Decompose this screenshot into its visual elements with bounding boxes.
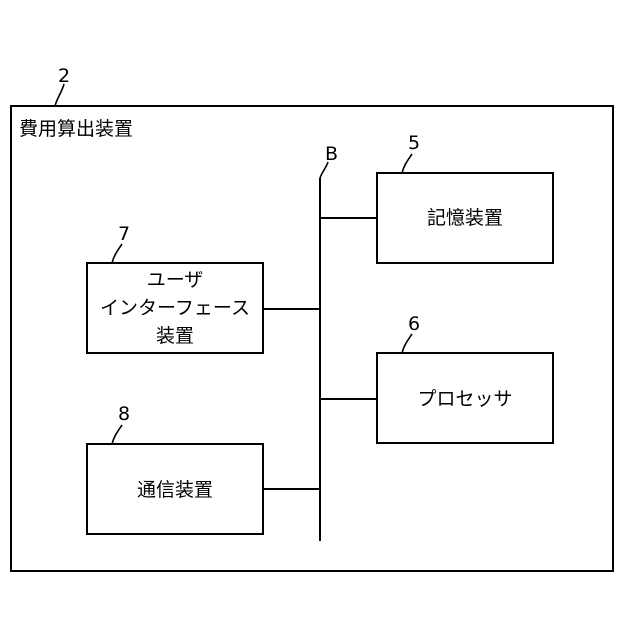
communication-label: 通信装置: [137, 479, 213, 501]
user-interface-label-line-1: ユーザ: [147, 269, 204, 291]
processor-label: プロセッサ: [417, 388, 512, 410]
outer-ref-label: 2: [58, 65, 70, 87]
user-interface-ref-label: 7: [118, 223, 130, 245]
communication-ref-leader: [112, 425, 122, 444]
storage-label: 記憶装置: [427, 207, 503, 229]
outer-device-frame: [11, 106, 613, 571]
outer-title: 費用算出装置: [19, 118, 133, 140]
outer-ref-leader: [55, 84, 64, 106]
processor-ref-label: 6: [408, 313, 420, 335]
processor-ref-leader: [402, 334, 412, 353]
user-interface-ref-leader: [112, 244, 122, 263]
user-interface-label-line-2: インターフェース: [100, 297, 250, 319]
storage-ref-label: 5: [408, 132, 420, 154]
user-interface-label-line-3: 装置: [156, 325, 194, 347]
bus-ref-label: B: [325, 143, 338, 165]
communication-ref-label: 8: [118, 403, 130, 425]
storage-ref-leader: [402, 154, 412, 173]
